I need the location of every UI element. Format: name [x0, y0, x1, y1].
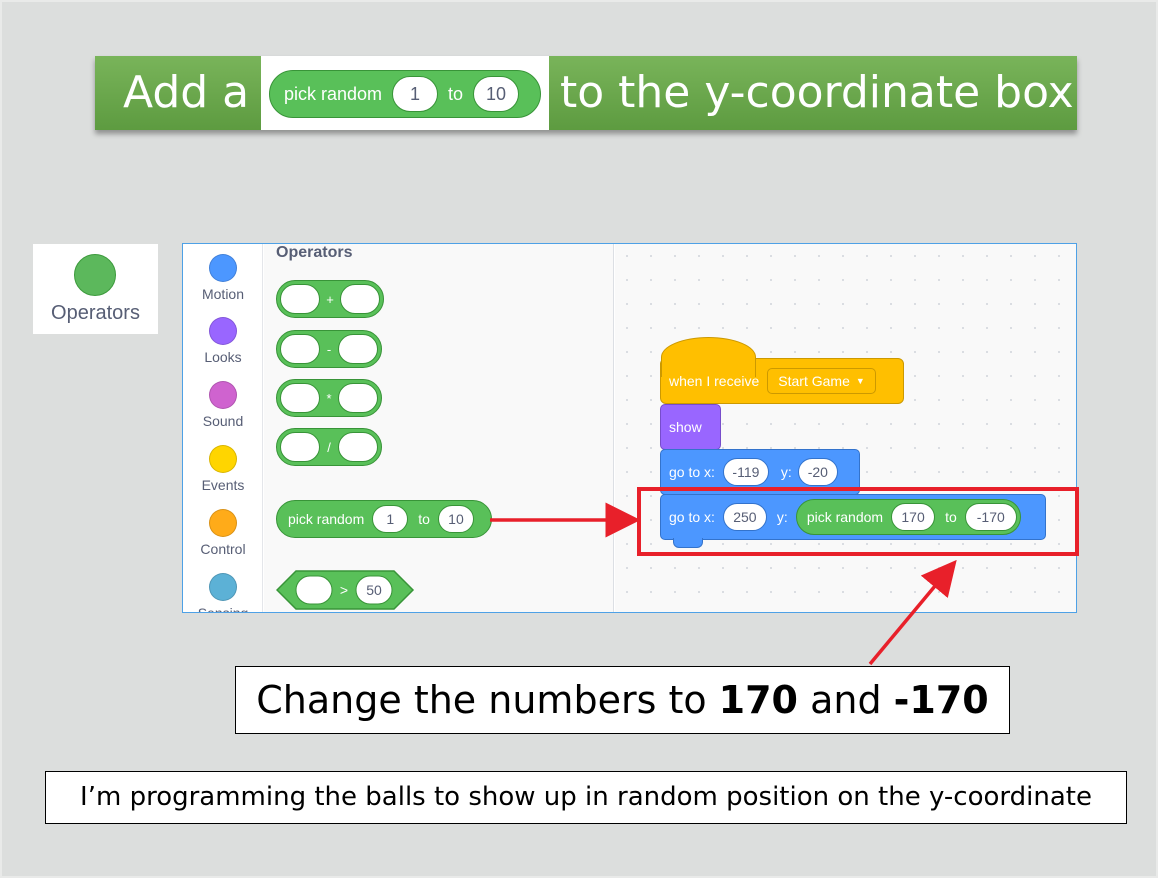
category-label: Control: [200, 541, 246, 557]
sensing-circle-icon: [209, 573, 237, 601]
when-i-receive-label: when I receive: [669, 373, 760, 389]
add-block[interactable]: +: [276, 280, 384, 318]
title-pick-random-block: pick random 1 to 10: [269, 70, 541, 118]
nested-pick-random-label: pick random: [806, 509, 884, 525]
control-circle-icon: [209, 509, 237, 537]
pick-random-label: pick random: [288, 511, 365, 527]
operators-card-label: Operators: [51, 302, 140, 324]
title-block-frame: pick random 1 to 10: [261, 56, 549, 130]
category-sound[interactable]: Sound: [183, 381, 263, 429]
subtract-block[interactable]: -: [276, 330, 382, 368]
divide-block[interactable]: /: [276, 428, 382, 466]
scratch-editor: Motion Looks Sound Events Control Sensin…: [182, 243, 1077, 613]
greater-than-operator: >: [340, 582, 348, 598]
category-menu: Motion Looks Sound Events Control Sensin…: [183, 244, 263, 613]
category-control[interactable]: Control: [183, 509, 263, 557]
multiply-operator: *: [326, 390, 332, 406]
operators-category-card: Operators: [33, 244, 158, 334]
nested-pick-random-to-input[interactable]: -170: [964, 503, 1017, 531]
pick-random-to-input[interactable]: 10: [437, 505, 474, 533]
category-label: Motion: [201, 286, 245, 302]
events-circle-icon: [209, 445, 237, 473]
message-dropdown-value: Start Game: [778, 373, 850, 389]
category-label: Events: [201, 477, 245, 493]
category-label: Looks: [204, 349, 242, 365]
divide-right-input[interactable]: [338, 432, 378, 462]
greater-than-value: 50: [366, 582, 382, 598]
go-to-label: go to x:: [669, 509, 715, 525]
palette-title: Operators: [276, 244, 353, 261]
go-to-label: go to x:: [669, 464, 715, 480]
divide-left-input[interactable]: [280, 432, 320, 462]
category-events[interactable]: Events: [183, 445, 263, 493]
message-dropdown[interactable]: Start Game ▼: [767, 368, 876, 394]
category-label: Sound: [202, 413, 244, 429]
category-motion[interactable]: Motion: [183, 254, 263, 302]
title-block-from: 1: [392, 76, 439, 112]
callout-and: and: [798, 678, 894, 722]
category-looks[interactable]: Looks: [183, 317, 263, 365]
looks-circle-icon: [209, 317, 237, 345]
pick-random-block[interactable]: pick random 1 to 10: [276, 500, 492, 538]
pick-random-from-input[interactable]: 1: [372, 505, 409, 533]
go-to-y-input[interactable]: -20: [797, 458, 838, 486]
add-operator: +: [326, 291, 334, 307]
divide-operator: /: [327, 439, 331, 455]
go-to-y-label: y:: [780, 464, 792, 480]
go-to-x-input[interactable]: 250: [722, 503, 767, 531]
operators-circle-icon: [74, 254, 116, 296]
nested-pick-random-block[interactable]: pick random 170 to -170: [795, 499, 1021, 535]
sound-circle-icon: [209, 381, 237, 409]
go-to-y-label: y:: [776, 509, 788, 525]
title-block-label: pick random: [284, 83, 383, 104]
title-block-to-label: to: [448, 83, 464, 104]
add-right-input[interactable]: [340, 284, 380, 314]
hat-cap: [661, 337, 756, 377]
title-prefix: Add a: [123, 67, 250, 118]
title-suffix: to the y-coordinate box: [560, 67, 1074, 118]
multiply-left-input[interactable]: [280, 383, 320, 413]
pick-random-to-label: to: [418, 511, 430, 527]
subtract-right-input[interactable]: [338, 334, 378, 364]
title-banner: Add a pick random 1 to 10 to the y-coord…: [95, 56, 1077, 130]
callout-text: Change the numbers to: [256, 678, 719, 722]
when-i-receive-block[interactable]: when I receive Start Game ▼: [660, 337, 904, 404]
explanation-note: I’m programming the balls to show up in …: [45, 771, 1127, 824]
multiply-block[interactable]: *: [276, 379, 382, 417]
callout-num1: 170: [718, 678, 798, 722]
nested-pick-random-to-label: to: [945, 509, 957, 525]
callout-num2: -170: [893, 678, 989, 722]
chevron-down-icon: ▼: [855, 376, 865, 386]
go-to-x-input[interactable]: -119: [722, 458, 769, 486]
script-workspace[interactable]: when I receive Start Game ▼ show go to x…: [615, 244, 1076, 612]
block-notch: [673, 538, 703, 548]
greater-than-right-input[interactable]: [355, 575, 393, 605]
arrow-from-callout: [868, 559, 957, 666]
category-sensing[interactable]: Sensing: [183, 573, 263, 613]
motion-circle-icon: [209, 254, 237, 282]
greater-than-left-input[interactable]: [295, 575, 333, 605]
go-to-xy-random-block[interactable]: go to x: 250 y: pick random 170 to -170: [660, 494, 1046, 548]
multiply-right-input[interactable]: [338, 383, 378, 413]
category-label: Sensing: [197, 605, 249, 613]
title-block-to: 10: [473, 76, 520, 112]
block-palette: Operators + - * / pick random 1: [264, 244, 614, 612]
note-text: I’m programming the balls to show up in …: [80, 782, 1092, 812]
change-numbers-callout: Change the numbers to 170 and -170: [235, 666, 1010, 734]
show-label: show: [669, 419, 702, 435]
nested-pick-random-from-input[interactable]: 170: [891, 503, 936, 531]
add-left-input[interactable]: [280, 284, 320, 314]
subtract-operator: -: [326, 341, 332, 357]
greater-than-block[interactable]: > 50: [276, 570, 416, 610]
subtract-left-input[interactable]: [280, 334, 320, 364]
